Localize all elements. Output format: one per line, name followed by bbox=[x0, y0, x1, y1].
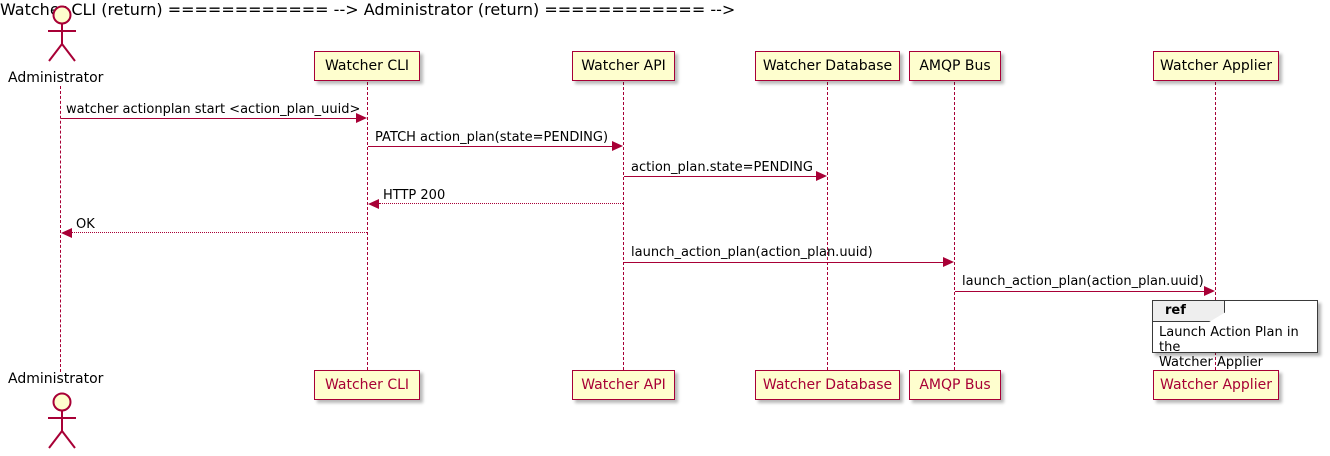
message-arrowhead-5 bbox=[61, 228, 72, 238]
message-line-3 bbox=[624, 176, 816, 177]
message-line-5 bbox=[72, 232, 367, 233]
message-arrowhead-3 bbox=[816, 171, 827, 181]
actor-administrator-top[interactable] bbox=[38, 4, 84, 64]
participant-amqp-bus-bottom[interactable]: AMQP Bus bbox=[909, 370, 1001, 400]
message-arrowhead-7 bbox=[1204, 286, 1215, 296]
lifeline-watcher-database bbox=[827, 82, 828, 370]
participant-label-watcher-database-top: Watcher Database bbox=[762, 58, 893, 74]
message-line-2 bbox=[368, 146, 612, 147]
ref-fragment[interactable]: ref Launch Action Plan in the Watcher Ap… bbox=[1152, 300, 1318, 370]
message-label-5: OK bbox=[76, 217, 95, 232]
message-line-6 bbox=[624, 262, 943, 263]
participant-label-amqp-bus-bottom: AMQP Bus bbox=[919, 377, 991, 393]
message-arrowhead-2 bbox=[612, 141, 623, 151]
participant-watcher-database-top[interactable]: Watcher Database bbox=[755, 51, 900, 81]
ref-fragment-keyword: ref bbox=[1165, 303, 1186, 318]
actor-stick-figure-icon bbox=[48, 5, 76, 62]
message-arrowhead-4 bbox=[368, 199, 379, 209]
participant-label-watcher-cli-bottom: Watcher CLI bbox=[324, 377, 410, 393]
message-label-7: launch_action_plan(action_plan.uuid) bbox=[962, 274, 1204, 289]
lifeline-watcher-applier bbox=[1215, 82, 1216, 370]
participant-label-watcher-api-bottom: Watcher API bbox=[581, 377, 666, 393]
lifeline-amqp-bus bbox=[954, 82, 955, 370]
message-arrowhead-1 bbox=[356, 113, 367, 123]
participant-watcher-api-bottom[interactable]: Watcher API bbox=[572, 370, 675, 400]
participant-watcher-applier-top[interactable]: Watcher Applier bbox=[1153, 51, 1279, 81]
actor-administrator-bottom[interactable] bbox=[38, 391, 84, 451]
message-arrowhead-6 bbox=[943, 257, 954, 267]
participant-watcher-database-bottom[interactable]: Watcher Database bbox=[755, 370, 900, 400]
message-line-4 bbox=[379, 203, 623, 204]
participant-label-watcher-applier-top: Watcher Applier bbox=[1160, 58, 1272, 74]
message-label-2: PATCH action_plan(state=PENDING) bbox=[375, 130, 609, 145]
participant-label-watcher-cli-top: Watcher CLI bbox=[324, 58, 410, 74]
lifeline-watcher-api bbox=[623, 82, 624, 370]
actor-label-administrator-top: Administrator bbox=[8, 70, 104, 86]
message-line-7 bbox=[955, 291, 1204, 292]
lifeline-administrator bbox=[60, 86, 61, 372]
message-label-6: launch_action_plan(action_plan.uuid) bbox=[631, 245, 873, 260]
participant-label-watcher-applier-bottom: Watcher Applier bbox=[1160, 377, 1272, 393]
participant-label-watcher-api-top: Watcher API bbox=[581, 58, 666, 74]
participant-watcher-api-top[interactable]: Watcher API bbox=[572, 51, 675, 81]
actor-label-administrator-bottom: Administrator bbox=[8, 371, 104, 387]
participant-watcher-applier-bottom[interactable]: Watcher Applier bbox=[1153, 370, 1279, 400]
participant-label-amqp-bus-top: AMQP Bus bbox=[919, 58, 991, 74]
ref-fragment-tab bbox=[1153, 301, 1225, 322]
actor-stick-figure-icon bbox=[48, 392, 76, 449]
message-label-1: watcher actionplan start <action_plan_uu… bbox=[66, 102, 361, 117]
participant-watcher-cli-top[interactable]: Watcher CLI bbox=[314, 51, 420, 81]
participant-amqp-bus-top[interactable]: AMQP Bus bbox=[909, 51, 1001, 81]
message-line-1 bbox=[61, 118, 356, 119]
participant-watcher-cli-bottom[interactable]: Watcher CLI bbox=[314, 370, 420, 400]
participant-label-watcher-database-bottom: Watcher Database bbox=[762, 377, 893, 393]
ref-fragment-text: Launch Action Plan in the Watcher Applie… bbox=[1159, 325, 1299, 370]
message-label-4: HTTP 200 bbox=[383, 188, 446, 203]
message-label-3: action_plan.state=PENDING bbox=[631, 160, 813, 175]
lifeline-watcher-cli bbox=[367, 82, 368, 370]
